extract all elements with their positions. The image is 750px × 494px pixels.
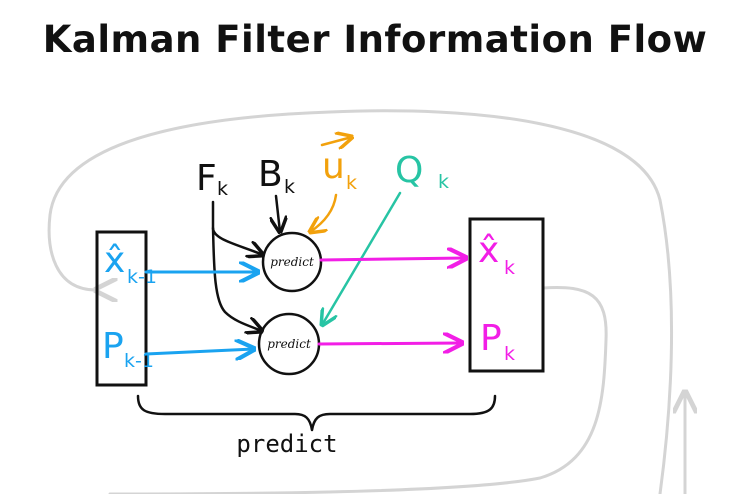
svg-text:k: k — [346, 172, 357, 194]
next-state-box — [468, 217, 545, 373]
input-f: F k — [196, 158, 228, 200]
vector-arrow-icon — [320, 137, 352, 145]
svg-text:x̂: x̂ — [478, 230, 499, 271]
diagram-title: Kalman Filter Information Flow — [43, 18, 708, 61]
svg-text:k: k — [284, 176, 295, 198]
svg-text:predict: predict — [267, 337, 311, 351]
arrow-f-to-bottom — [211, 226, 262, 331]
svg-text:B: B — [258, 154, 283, 195]
arrow-p-to-bottom — [144, 349, 254, 354]
feedback-loop-outer — [47, 109, 674, 494]
svg-text:predict: predict — [270, 255, 314, 269]
svg-text:k-1: k-1 — [127, 266, 157, 288]
svg-text:x̂: x̂ — [104, 240, 125, 281]
svg-text:k: k — [217, 178, 228, 200]
svg-text:P: P — [480, 318, 502, 359]
svg-text:F: F — [196, 158, 217, 199]
predict-node-bottom: predict — [257, 312, 321, 376]
svg-text:u: u — [322, 146, 345, 187]
brace-label: predict — [236, 430, 337, 458]
next-state-p: P k — [480, 318, 515, 365]
arrow-bottom-to-p — [317, 343, 462, 344]
svg-text:k: k — [504, 257, 515, 279]
input-u: u k — [320, 137, 357, 194]
next-state-x: x̂ k — [478, 230, 515, 279]
svg-text:k: k — [438, 171, 449, 193]
svg-text:Q: Q — [395, 150, 423, 191]
arrow-f-to-top — [211, 200, 263, 255]
feedback-loop-inner — [108, 286, 608, 494]
prev-state-x: x̂ k-1 — [104, 240, 157, 288]
predict-node-top: predict — [261, 231, 323, 293]
predict-brace — [136, 394, 497, 432]
prev-state-p: P k-1 — [102, 326, 154, 372]
svg-text:k: k — [504, 343, 515, 365]
input-b: B k — [258, 154, 295, 198]
arrow-b-to-top — [276, 194, 280, 232]
input-q: Q k — [395, 150, 449, 193]
arrow-u-to-top — [310, 193, 338, 232]
arrow-top-to-x — [319, 258, 466, 260]
svg-text:k-1: k-1 — [124, 350, 154, 372]
svg-text:P: P — [102, 326, 124, 367]
prev-state-box — [95, 230, 148, 387]
